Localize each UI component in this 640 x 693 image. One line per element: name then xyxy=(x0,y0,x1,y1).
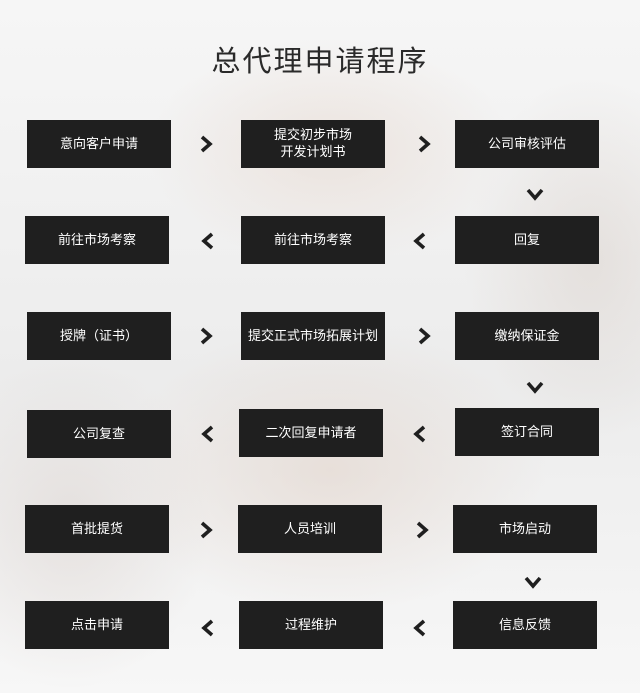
chevron-left-icon xyxy=(198,618,218,638)
step-click-apply[interactable]: 点击申请 xyxy=(25,601,169,649)
step-company-review: 公司审核评估 xyxy=(455,120,599,168)
chevron-down-icon xyxy=(523,572,543,592)
chevron-right-icon xyxy=(196,134,216,154)
step-submit-preliminary-plan: 提交初步市场 开发计划书 xyxy=(241,120,385,168)
step-reply: 回复 xyxy=(455,216,599,264)
step-feedback: 信息反馈 xyxy=(453,601,597,649)
step-intent-application: 意向客户申请 xyxy=(27,120,171,168)
step-market-visit: 前往市场考察 xyxy=(241,216,385,264)
page-title: 总代理申请程序 xyxy=(211,44,429,78)
chevron-left-icon xyxy=(410,424,430,444)
step-pay-deposit: 缴纳保证金 xyxy=(455,312,599,360)
step-first-purchase: 首批提货 xyxy=(25,505,169,553)
step-market-launch: 市场启动 xyxy=(453,505,597,553)
chevron-left-icon xyxy=(198,424,218,444)
step-company-recheck: 公司复查 xyxy=(27,410,171,458)
step-sign-contract: 签订合同 xyxy=(455,408,599,456)
step-authorization-certificate: 授牌（证书） xyxy=(27,312,171,360)
chevron-right-icon xyxy=(412,520,432,540)
chevron-left-icon xyxy=(198,231,218,251)
step-submit-formal-plan: 提交正式市场拓展计划 xyxy=(241,312,385,360)
chevron-left-icon xyxy=(410,618,430,638)
chevron-right-icon xyxy=(196,326,216,346)
chevron-down-icon xyxy=(525,184,545,204)
chevron-right-icon xyxy=(414,326,434,346)
step-market-visit-2: 前往市场考察 xyxy=(25,216,169,264)
chevron-down-icon xyxy=(525,377,545,397)
chevron-right-icon xyxy=(196,520,216,540)
step-second-reply: 二次回复申请者 xyxy=(239,409,383,457)
chevron-left-icon xyxy=(410,231,430,251)
step-process-maintenance: 过程维护 xyxy=(239,601,383,649)
step-staff-training: 人员培训 xyxy=(238,505,382,553)
chevron-right-icon xyxy=(414,134,434,154)
